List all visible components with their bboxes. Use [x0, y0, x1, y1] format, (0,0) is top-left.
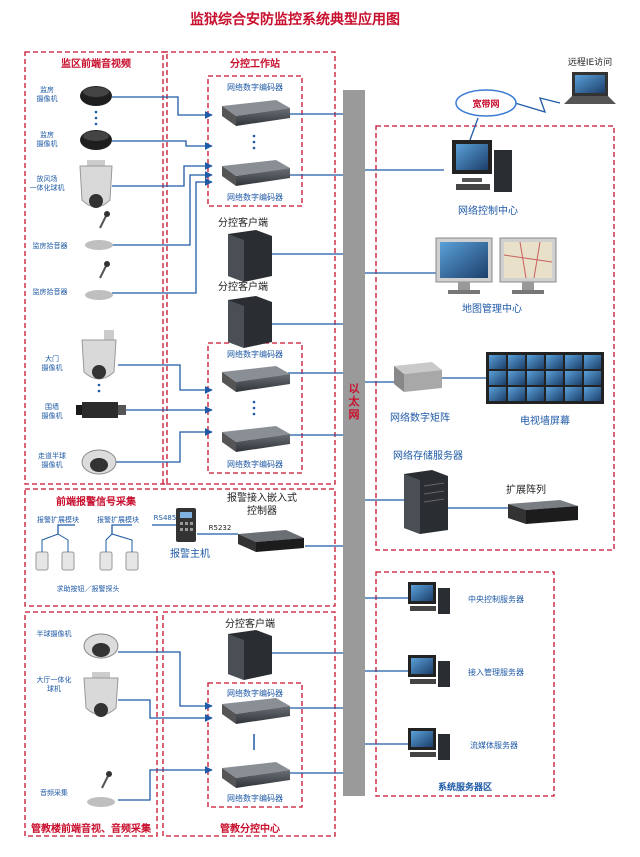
- client-label: 分控客户端: [218, 280, 268, 293]
- zone-front-av: [24, 51, 168, 485]
- tvwall-label: 电视墙屏幕: [520, 414, 570, 427]
- encoder-icon: [222, 160, 290, 186]
- encoder-label: 网络数字编码器: [227, 82, 283, 92]
- encoder-icon: [222, 698, 290, 724]
- ethernet-backbone: [343, 90, 365, 796]
- ptz-dome-icon: [83, 672, 119, 717]
- alarm-module-label: 报警扩展模块: [97, 515, 139, 524]
- microphone-icon: [85, 261, 113, 300]
- alarm-controller-icon: [238, 530, 304, 552]
- device-label: 围墙摄像机: [42, 402, 63, 420]
- device-label: 监房摄像机: [37, 130, 58, 148]
- client-label: 分控客户端: [225, 617, 275, 630]
- desktop-tower-icon: [228, 296, 272, 348]
- matrix-icon: [394, 362, 442, 392]
- zone-front-av-title: 监区前端音视频: [61, 57, 131, 70]
- encoder-label: 网络数字编码器: [227, 459, 283, 469]
- zone-sub-station-title: 分控工作站: [230, 57, 280, 70]
- zone-servers: [375, 571, 555, 797]
- encoder-label: 网络数字编码器: [227, 349, 283, 359]
- encoder-group-bottom: [207, 682, 303, 808]
- device-label: 监房拾音器: [33, 287, 68, 296]
- camera-icon: [80, 86, 112, 106]
- encoder-label: 网络数字编码器: [227, 793, 283, 803]
- zone-alarm: [24, 488, 336, 607]
- ptz-dome-icon: [81, 330, 117, 380]
- rs232-label: R5232: [209, 524, 232, 532]
- camera-icon: [81, 449, 117, 475]
- camera-icon: [83, 633, 119, 659]
- encoder-icon: [222, 366, 290, 392]
- client-label: 分控客户端: [218, 216, 268, 229]
- zone-bottom-front: [24, 611, 158, 837]
- box-camera-icon: [76, 402, 126, 418]
- device-label: 放风场一体化球机: [30, 174, 65, 192]
- ethernet-label-3: 网: [349, 408, 360, 421]
- map-monitor-icon: [499, 237, 557, 294]
- server-monitor-icon: [408, 582, 450, 614]
- storage-label: 网络存储服务器: [393, 449, 463, 462]
- alarm-probe-icon: [35, 551, 139, 571]
- laptop-icon: [564, 72, 616, 104]
- server-monitor-icon: [408, 655, 450, 687]
- alarm-probe-label: 求助按钮／报警探头: [57, 584, 120, 593]
- disk-array-icon: [508, 500, 578, 524]
- zone-bottom-front-title: 管教楼前端音视、音频采集: [31, 822, 152, 835]
- diagram-title: 监狱综合安防监控系统典型应用图: [190, 11, 400, 28]
- zone-alarm-title: 前端报警信号采集: [56, 495, 137, 508]
- remote-ie-label: 远程IE访问: [568, 56, 612, 68]
- monitor-icon: [435, 237, 493, 294]
- device-label: 大厅一体化球机: [37, 675, 72, 693]
- zone-sub-station: [162, 51, 336, 485]
- device-label: 监房摄像机: [37, 85, 58, 103]
- rs485-label: RS485: [154, 514, 177, 522]
- alarm-host-label: 报警主机: [170, 547, 210, 560]
- desktop-tower-icon: [228, 630, 272, 680]
- array-label: 扩展阵列: [506, 483, 546, 496]
- ethernet-label-2: 太: [348, 394, 361, 408]
- map-center-label: 地图管理中心: [462, 302, 522, 315]
- device-label: 走道半球摄像机: [38, 451, 66, 469]
- desktop-tower-icon: [228, 230, 272, 282]
- tv-wall-icon: [486, 352, 604, 404]
- broadband-label: 宽带网: [471, 98, 499, 110]
- microphone-icon: [87, 771, 115, 807]
- encoder-icon: [222, 762, 290, 788]
- device-label: 大门摄像机: [42, 354, 63, 372]
- broadband-cloud-icon: [455, 89, 517, 117]
- server-label: 流媒体服务器: [470, 740, 518, 750]
- monitor-icon: [452, 140, 512, 192]
- server-label: 接入管理服务器: [468, 667, 524, 677]
- zone-right: [375, 125, 615, 551]
- encoder-label: 网络数字编码器: [227, 192, 283, 202]
- device-label: 音频采集: [40, 788, 68, 797]
- ncc-label: 网络控制中心: [458, 204, 518, 217]
- ethernet-label-1: 以: [349, 382, 360, 395]
- alarm-module-label: 报警扩展模块: [37, 515, 79, 524]
- microphone-icon: [85, 211, 113, 250]
- alarm-host-icon: [176, 508, 196, 542]
- camera-icon: [80, 130, 112, 150]
- device-label: 监房拾音器: [33, 241, 68, 250]
- encoder-icon: [222, 100, 290, 126]
- encoder-group-top: [207, 75, 303, 207]
- server-label: 中央控制服务器: [468, 594, 524, 604]
- ptz-dome-icon: [79, 160, 113, 208]
- encoder-icon: [222, 426, 290, 452]
- zone-servers-title: 系统服务器区: [438, 781, 492, 793]
- server-monitor-icon: [408, 728, 450, 760]
- zone-bottom-center-title: 管教分控中心: [220, 822, 280, 835]
- encoder-label: 网络数字编码器: [227, 688, 283, 698]
- zone-bottom-center: [162, 611, 336, 837]
- alarm-controller-label: 报警接入嵌入式控制器: [227, 491, 297, 517]
- device-label: 半球摄像机: [37, 629, 72, 638]
- storage-server-icon: [404, 470, 448, 534]
- matrix-label: 网络数字矩阵: [390, 411, 450, 424]
